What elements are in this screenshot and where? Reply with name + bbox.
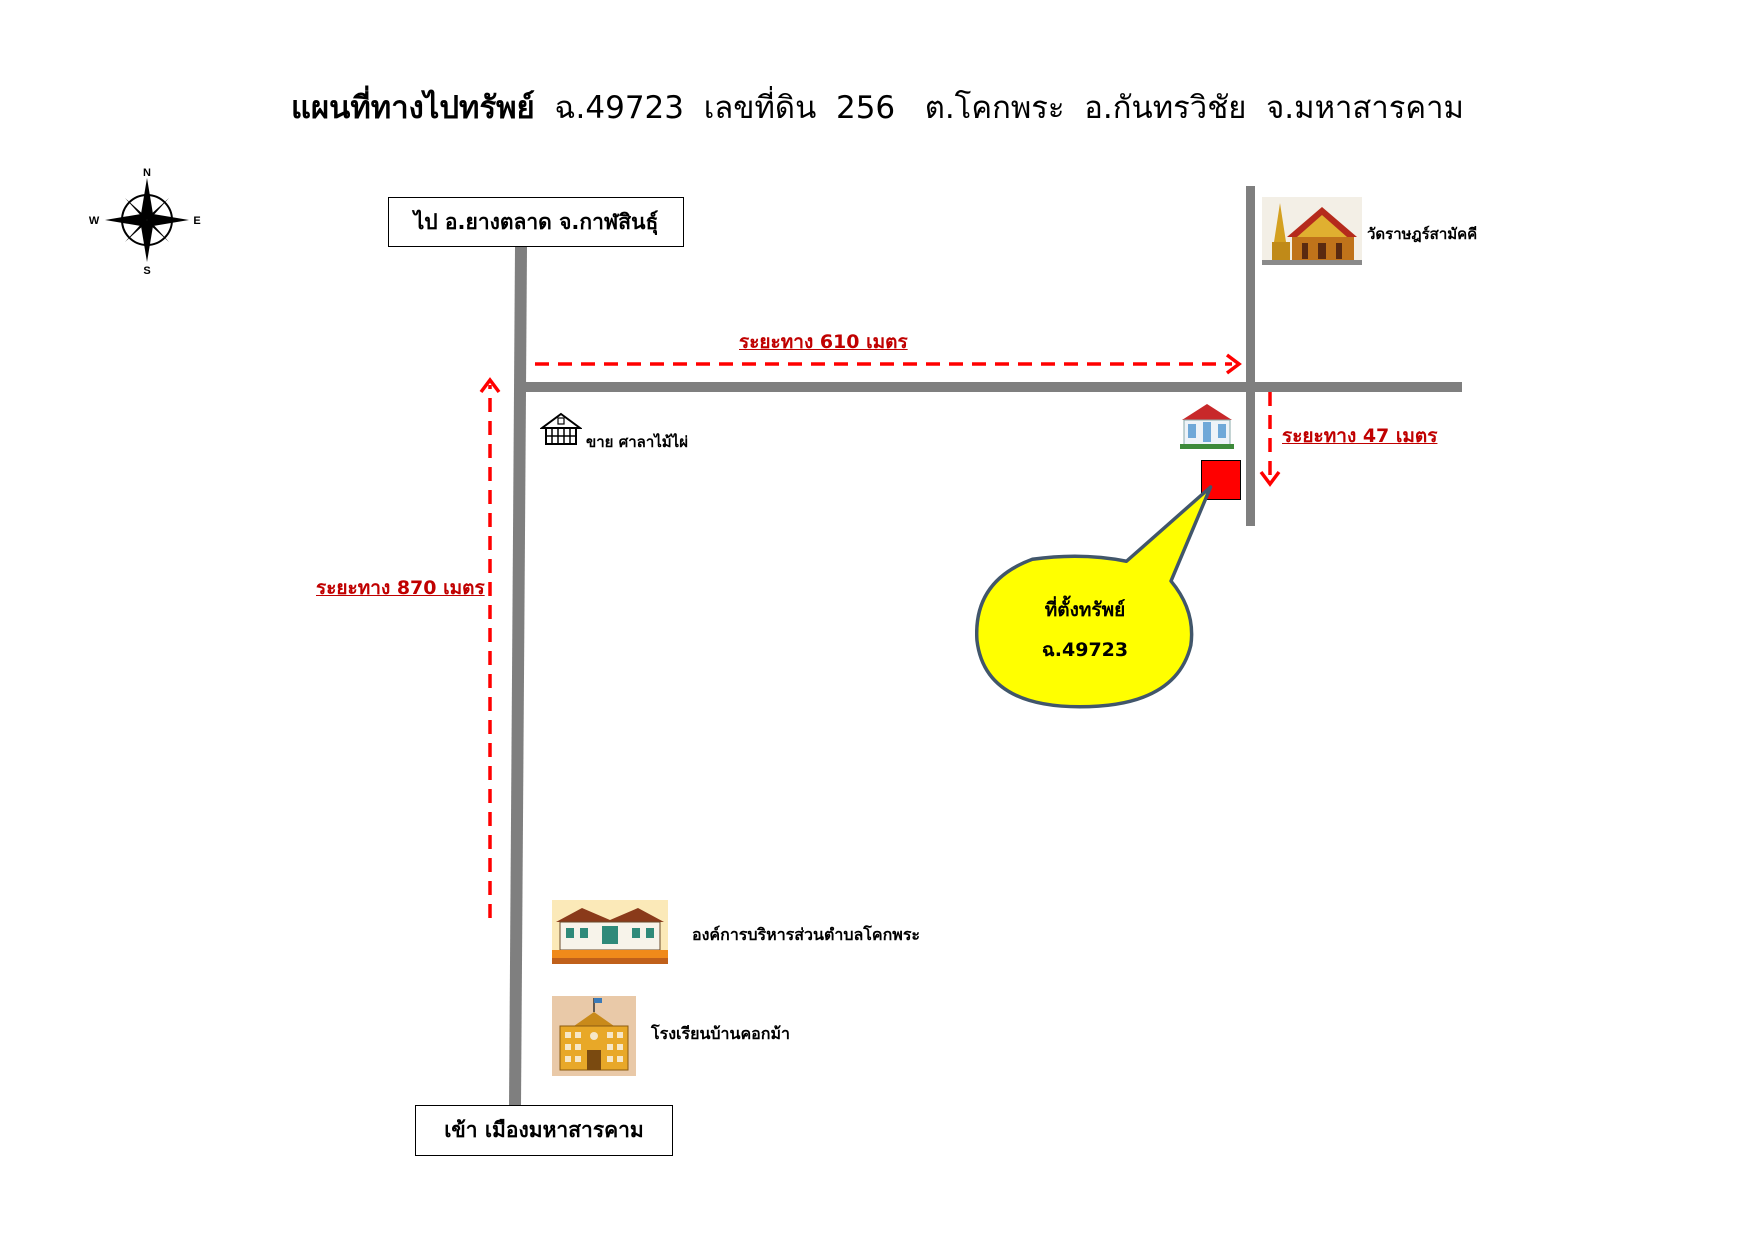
compass-e: E xyxy=(193,215,200,227)
compass-w: W xyxy=(89,215,100,227)
pavilion-shop-label: ขาย ศาลาไม้ไผ่ xyxy=(586,433,689,451)
callout-line2: ฉ.49723 xyxy=(1041,639,1129,661)
distance-short-label: ระยะทาง 47 เมตร xyxy=(1282,425,1438,447)
sao-label: องค์การบริหารส่วนตำบลโคกพระ xyxy=(692,925,921,944)
callout-shape xyxy=(975,485,1213,709)
compass-s: S xyxy=(143,265,150,277)
destination-bottom-label: เข้า เมืองมหาสารคาม xyxy=(444,1118,644,1142)
property-house-icon xyxy=(1180,404,1234,449)
branch-road-horizontal xyxy=(524,382,1462,392)
distance-horizontal-label: ระยะทาง 610 เมตร xyxy=(739,331,908,353)
arrowhead-east xyxy=(1225,353,1242,375)
callout-line1: ที่ตั้งทรัพย์ xyxy=(1044,599,1126,621)
pavilion-shop-icon xyxy=(540,412,582,445)
compass-n: N xyxy=(143,167,151,179)
destination-top-label: ไป อ.ยางตลาด จ.กาฬสินธุ์ xyxy=(413,209,659,234)
callout-text: ที่ตั้งทรัพย์ ฉ.49723 xyxy=(985,590,1185,670)
destination-top-box: ไป อ.ยางตลาด จ.กาฬสินธุ์ xyxy=(388,197,684,247)
destination-bottom-box: เข้า เมืองมหาสารคาม xyxy=(415,1105,673,1156)
temple-icon xyxy=(1262,197,1362,265)
school-building-icon xyxy=(552,996,636,1076)
arrowhead-north xyxy=(479,377,501,394)
distance-vertical-label: ระยะทาง 870 เมตร xyxy=(316,577,485,599)
sao-building-icon xyxy=(552,900,668,964)
school-label: โรงเรียนบ้านคอกม้า xyxy=(651,1024,790,1043)
temple-label: วัดราษฎร์สามัคคี xyxy=(1367,225,1478,243)
property-callout xyxy=(975,485,1213,709)
arrowhead-south xyxy=(1259,470,1281,487)
compass-rose-icon: N S E W xyxy=(89,167,201,277)
map-title: แผนที่ทางไปทรัพย์ ฉ.49723 เลขที่ดิน 256 … xyxy=(0,82,1755,132)
map-title-details: ฉ.49723 เลขที่ดิน 256 ต.โคกพระ อ.กันทรวิ… xyxy=(554,90,1464,126)
side-road-vertical xyxy=(1246,186,1255,526)
map-title-bold: แผนที่ทางไปทรัพย์ xyxy=(291,90,535,126)
